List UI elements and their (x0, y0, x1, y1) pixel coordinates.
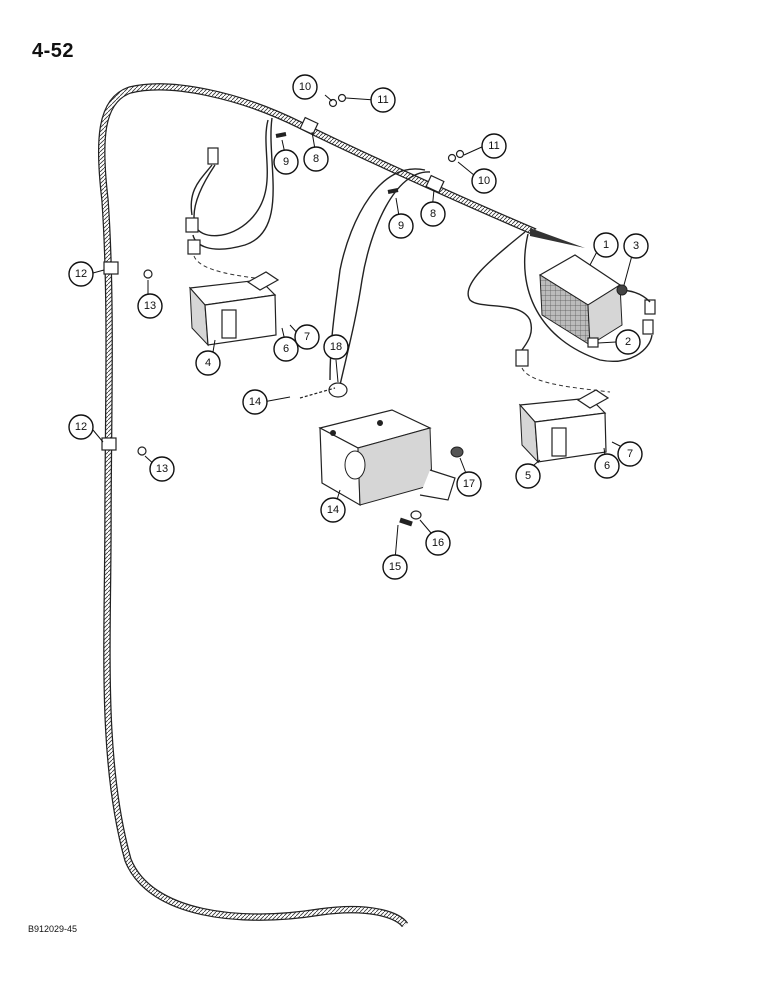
callout-9: 9 (388, 213, 414, 239)
callout-12: 12 (68, 261, 94, 287)
svg-text:18: 18 (330, 341, 342, 353)
svg-text:6: 6 (283, 343, 289, 355)
right-branch-wiring (467, 231, 656, 393)
svg-text:11: 11 (377, 94, 388, 106)
callout-1: 1 (593, 232, 619, 258)
svg-text:8: 8 (430, 208, 436, 220)
figure-code: B912029-45 (28, 924, 78, 934)
svg-text:9: 9 (398, 220, 404, 232)
svg-text:16: 16 (432, 537, 444, 549)
harness-clips (101, 93, 465, 456)
callout-2: 2 (615, 329, 641, 355)
svg-text:11: 11 (488, 140, 499, 152)
svg-text:7: 7 (304, 331, 310, 343)
callout-10: 10 (292, 74, 318, 100)
callout-12: 12 (68, 414, 94, 440)
svg-text:10: 10 (478, 175, 490, 187)
callout-4: 4 (195, 350, 221, 376)
callout-11: 11 (481, 133, 507, 159)
callout-5: 5 (515, 463, 541, 489)
callout-6: 6 (273, 336, 299, 362)
callout-16: 16 (425, 530, 451, 556)
callout-13: 13 (149, 456, 175, 482)
callout-6: 6 (594, 453, 620, 479)
callout-3: 3 (623, 233, 649, 259)
main-harness (97, 83, 585, 928)
svg-text:9: 9 (283, 156, 289, 168)
lamp-assembly (538, 254, 628, 348)
svg-text:10: 10 (299, 81, 311, 93)
svg-text:13: 13 (144, 300, 156, 312)
callout-7: 7 (294, 324, 320, 350)
mounting-bracket (299, 387, 464, 527)
svg-text:7: 7 (627, 448, 633, 460)
svg-text:13: 13 (156, 463, 168, 475)
svg-text:14: 14 (327, 504, 339, 516)
callout-14: 14 (320, 497, 346, 523)
center-branch-wiring (328, 168, 431, 398)
callout-10: 10 (471, 168, 497, 194)
callout-11: 11 (370, 87, 396, 113)
callout-14: 14 (242, 389, 268, 415)
svg-text:14: 14 (249, 396, 261, 408)
page-number: 4-52 (32, 40, 75, 62)
left-switch (188, 271, 280, 347)
svg-text:4: 4 (205, 357, 211, 369)
callout-15: 15 (382, 554, 408, 580)
svg-text:12: 12 (75, 268, 87, 280)
svg-text:8: 8 (313, 153, 319, 165)
svg-text:12: 12 (75, 421, 87, 433)
right-switch (518, 389, 610, 464)
callout-9: 9 (273, 149, 299, 175)
left-branch-wiring (185, 117, 274, 281)
callout-17: 17 (456, 471, 482, 497)
callout-13: 13 (137, 293, 163, 319)
callout-18: 18 (323, 334, 349, 360)
svg-text:5: 5 (525, 470, 531, 482)
callout-8: 8 (303, 146, 329, 172)
svg-text:1: 1 (603, 239, 609, 251)
callout-8: 8 (420, 201, 446, 227)
svg-text:15: 15 (389, 561, 401, 573)
svg-text:6: 6 (604, 460, 610, 472)
svg-text:2: 2 (625, 336, 631, 348)
callout-7: 7 (617, 441, 643, 467)
svg-text:17: 17 (463, 478, 475, 490)
svg-text:3: 3 (633, 240, 639, 252)
